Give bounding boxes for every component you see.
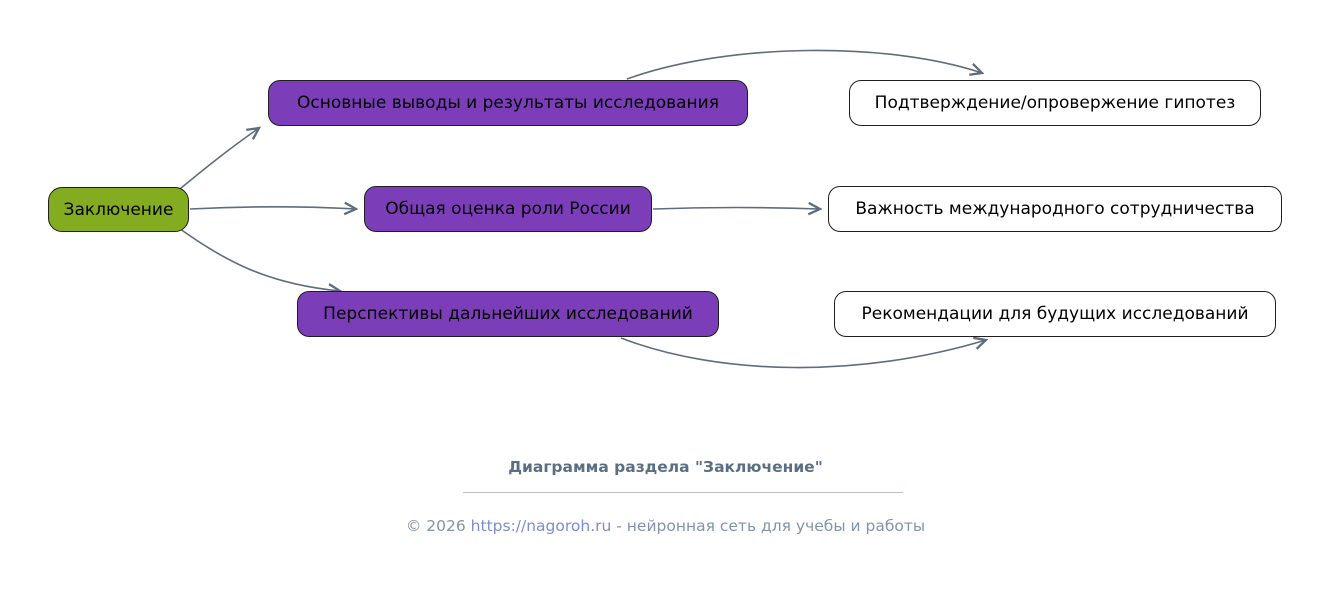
branch-node-1: Основные выводы и результаты исследовани…	[268, 80, 748, 126]
branch-node-2: Общая оценка роли России	[364, 186, 652, 232]
leaf-node-2: Важность международного сотрудничества	[828, 186, 1282, 232]
copyright-suffix: - нейронная сеть для учебы и работы	[611, 517, 926, 535]
leaf-node-1-label: Подтверждение/опровержение гипотез	[874, 93, 1236, 113]
footer-divider	[463, 492, 903, 493]
branch-node-1-label: Основные выводы и результаты исследовани…	[297, 93, 719, 113]
root-node-label: Заключение	[63, 199, 174, 220]
copyright-line: © 2026 https://nagoroh.ru - нейронная се…	[0, 517, 1331, 535]
root-node: Заключение	[48, 187, 189, 232]
edge-root-to-branch-1	[174, 128, 259, 194]
edge-root-to-branch-2	[189, 207, 356, 209]
site-link[interactable]: https://nagoroh.ru	[470, 517, 612, 535]
diagram-caption: Диаграмма раздела "Заключение"	[508, 458, 823, 476]
leaf-node-2-label: Важность международного сотрудничества	[855, 199, 1255, 219]
leaf-node-3: Рекомендации для будущих исследований	[834, 291, 1276, 337]
branch-node-3-label: Перспективы дальнейших исследований	[323, 304, 693, 324]
edge-branch-2-to-leaf-2	[652, 208, 820, 210]
edge-branch-1-to-leaf-1	[626, 49, 982, 80]
edge-root-to-branch-3	[175, 225, 340, 291]
leaf-node-3-label: Рекомендации для будущих исследований	[861, 304, 1249, 324]
leaf-node-1: Подтверждение/опровержение гипотез	[849, 80, 1261, 126]
copyright-prefix: © 2026	[405, 517, 471, 535]
branch-node-3: Перспективы дальнейших исследований	[297, 291, 719, 337]
edge-branch-3-to-leaf-3	[620, 338, 986, 369]
branch-node-2-label: Общая оценка роли России	[385, 199, 631, 219]
